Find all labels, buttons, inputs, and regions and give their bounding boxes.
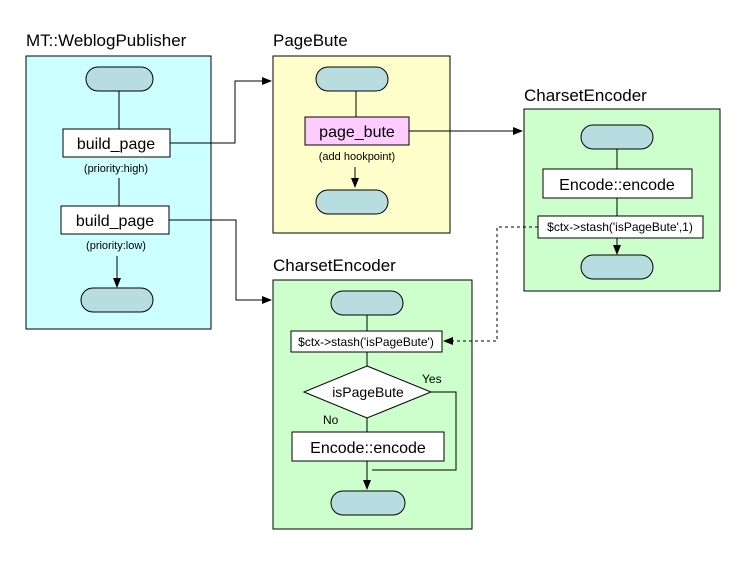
encoder-bottom-yes-path [372,391,457,471]
encoder-bottom-end-terminal [330,490,406,516]
encoder-bottom-no-label: No [323,413,339,427]
encoder-top-encode [542,168,693,199]
connector-build-page-to-encoder-bottom [169,219,272,304]
publisher-build-page-high-label: build_page [77,136,155,153]
publisher-build-page-low-label: build_page [76,213,154,230]
encoder-bottom-title: CharsetEncoder [273,256,396,275]
encoder-bottom-start-terminal [330,290,404,316]
encoder-bottom-stash-get-label: $ctx->stash('isPageBute') [298,335,434,349]
encoder-top-title: CharsetEncoder [524,86,647,105]
connector-build-page-to-pagebute [170,77,272,144]
pagebute-end-terminal [315,189,389,215]
pagebute-title: PageBute [273,31,348,50]
publisher-priority-low: (priority:low) [86,240,146,252]
encoder-bottom-decision-label: isPageBute [332,384,404,400]
encoder-bottom-encode [291,431,445,462]
pagebute-hookpoint-note: (add hookpoint) [319,151,395,163]
publisher-build-page-high [62,128,171,158]
publisher-title: MT::WeblogPublisher [26,31,187,50]
connector-stash-dashed [443,226,538,345]
publisher-priority-high: (priority:high) [84,163,148,175]
publisher-start-terminal [85,66,154,92]
encoder-top-encode-label: Encode::encode [559,177,675,194]
encoder-top-start-terminal [580,124,654,150]
publisher-build-page-low [60,205,170,235]
encoder-top-stash-set-label: $ctx->stash('isPageBute',1) [547,220,693,234]
encoder-top-end-terminal [580,254,654,280]
encoder-bottom-encode-label: Encode::encode [310,440,426,457]
pagebute-page-bute-label: page_bute [319,124,395,141]
publisher-end-terminal [80,287,154,313]
pagebute-start-terminal [315,66,389,92]
encoder-bottom-yes-label: Yes [422,372,442,386]
